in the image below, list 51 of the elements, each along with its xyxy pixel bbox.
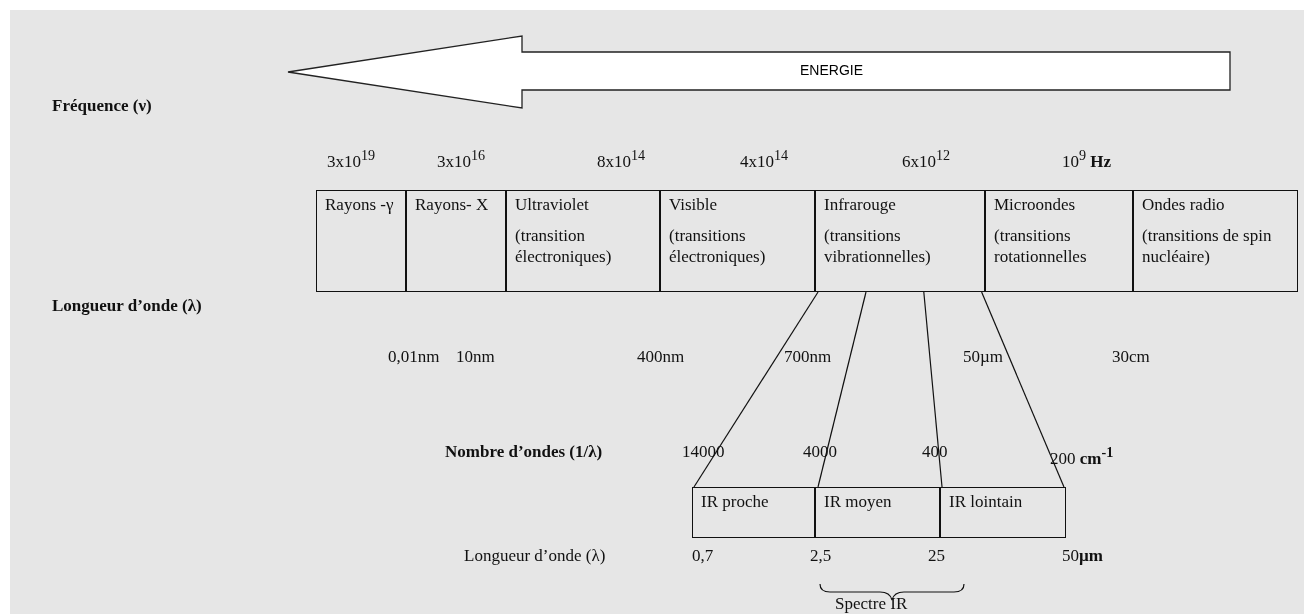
axis-title: Longueur d’onde (λ) bbox=[464, 546, 606, 566]
band-name: Visible bbox=[669, 194, 719, 215]
wavelength-value: 50µm bbox=[1062, 546, 1103, 566]
band-note: (transitions vibrationnelles) bbox=[824, 225, 932, 267]
axis-title: Nombre d’ondes (1/λ) bbox=[445, 442, 603, 462]
wavelength-value: 2,5 bbox=[810, 546, 832, 566]
wavelength-value: 10nm bbox=[456, 347, 495, 367]
spectrum-band bbox=[506, 190, 660, 292]
projection-line bbox=[981, 291, 1065, 488]
wavelength-value: 25 bbox=[928, 546, 945, 566]
spectrum-band bbox=[985, 190, 1133, 292]
frequency-value: 8x10$^{14}$ bbox=[597, 146, 646, 172]
band-name: IR moyen bbox=[824, 491, 893, 512]
band-name: IR lointain bbox=[949, 491, 1024, 512]
projection-line bbox=[923, 291, 943, 488]
band-name: Rayons- X bbox=[415, 194, 490, 215]
band-note: (transition électroniques) bbox=[515, 225, 613, 267]
spectrum-band bbox=[406, 190, 506, 292]
wavelength-value: 700nm bbox=[784, 347, 832, 367]
frequency-value: 6x10$^{12}$ bbox=[902, 146, 951, 172]
band-name: Ultraviolet bbox=[515, 194, 590, 215]
spectrum-band bbox=[660, 190, 815, 292]
ir-band bbox=[940, 487, 1066, 538]
spectrum-band bbox=[316, 190, 406, 292]
wavelength-value: 400nm bbox=[637, 347, 685, 367]
spectrum-band bbox=[1133, 190, 1298, 292]
frequency-value: 3x10$^{19}$ bbox=[327, 146, 376, 172]
band-name: Microondes bbox=[994, 194, 1077, 215]
wavelength-value: 50µm bbox=[963, 347, 1004, 367]
wavelength-value: 0,01nm bbox=[388, 347, 440, 367]
axis-title: Longueur d’onde (λ) bbox=[52, 296, 202, 316]
projection-line bbox=[817, 291, 867, 488]
band-note: (transitions rotationnelles bbox=[994, 225, 1088, 267]
frequency-value: 10$^{9}$ Hz bbox=[1062, 146, 1112, 172]
band-name: Ondes radio bbox=[1142, 194, 1226, 215]
band-name: IR proche bbox=[701, 491, 770, 512]
wavelength-value: 30cm bbox=[1112, 347, 1150, 367]
wavelength-value: 0,7 bbox=[692, 546, 714, 566]
spectrum-band bbox=[815, 190, 985, 292]
arrow-label: ENERGIE bbox=[800, 62, 863, 78]
band-name: Infrarouge bbox=[824, 194, 897, 215]
frequency-value: 3x10$^{16}$ bbox=[437, 146, 486, 172]
projection-line bbox=[693, 291, 819, 488]
ir-band bbox=[692, 487, 815, 538]
band-note: (transitions de spin nucléaire) bbox=[1142, 225, 1273, 267]
brace-label: Spectre IR bbox=[835, 594, 908, 614]
ir-band bbox=[815, 487, 940, 538]
band-name: Rayons -γ bbox=[325, 194, 395, 215]
frequency-value: 4x10$^{14}$ bbox=[740, 146, 789, 172]
band-note: (transitions électroniques) bbox=[669, 225, 767, 267]
axis-title: Fréquence (ν) bbox=[52, 96, 152, 116]
